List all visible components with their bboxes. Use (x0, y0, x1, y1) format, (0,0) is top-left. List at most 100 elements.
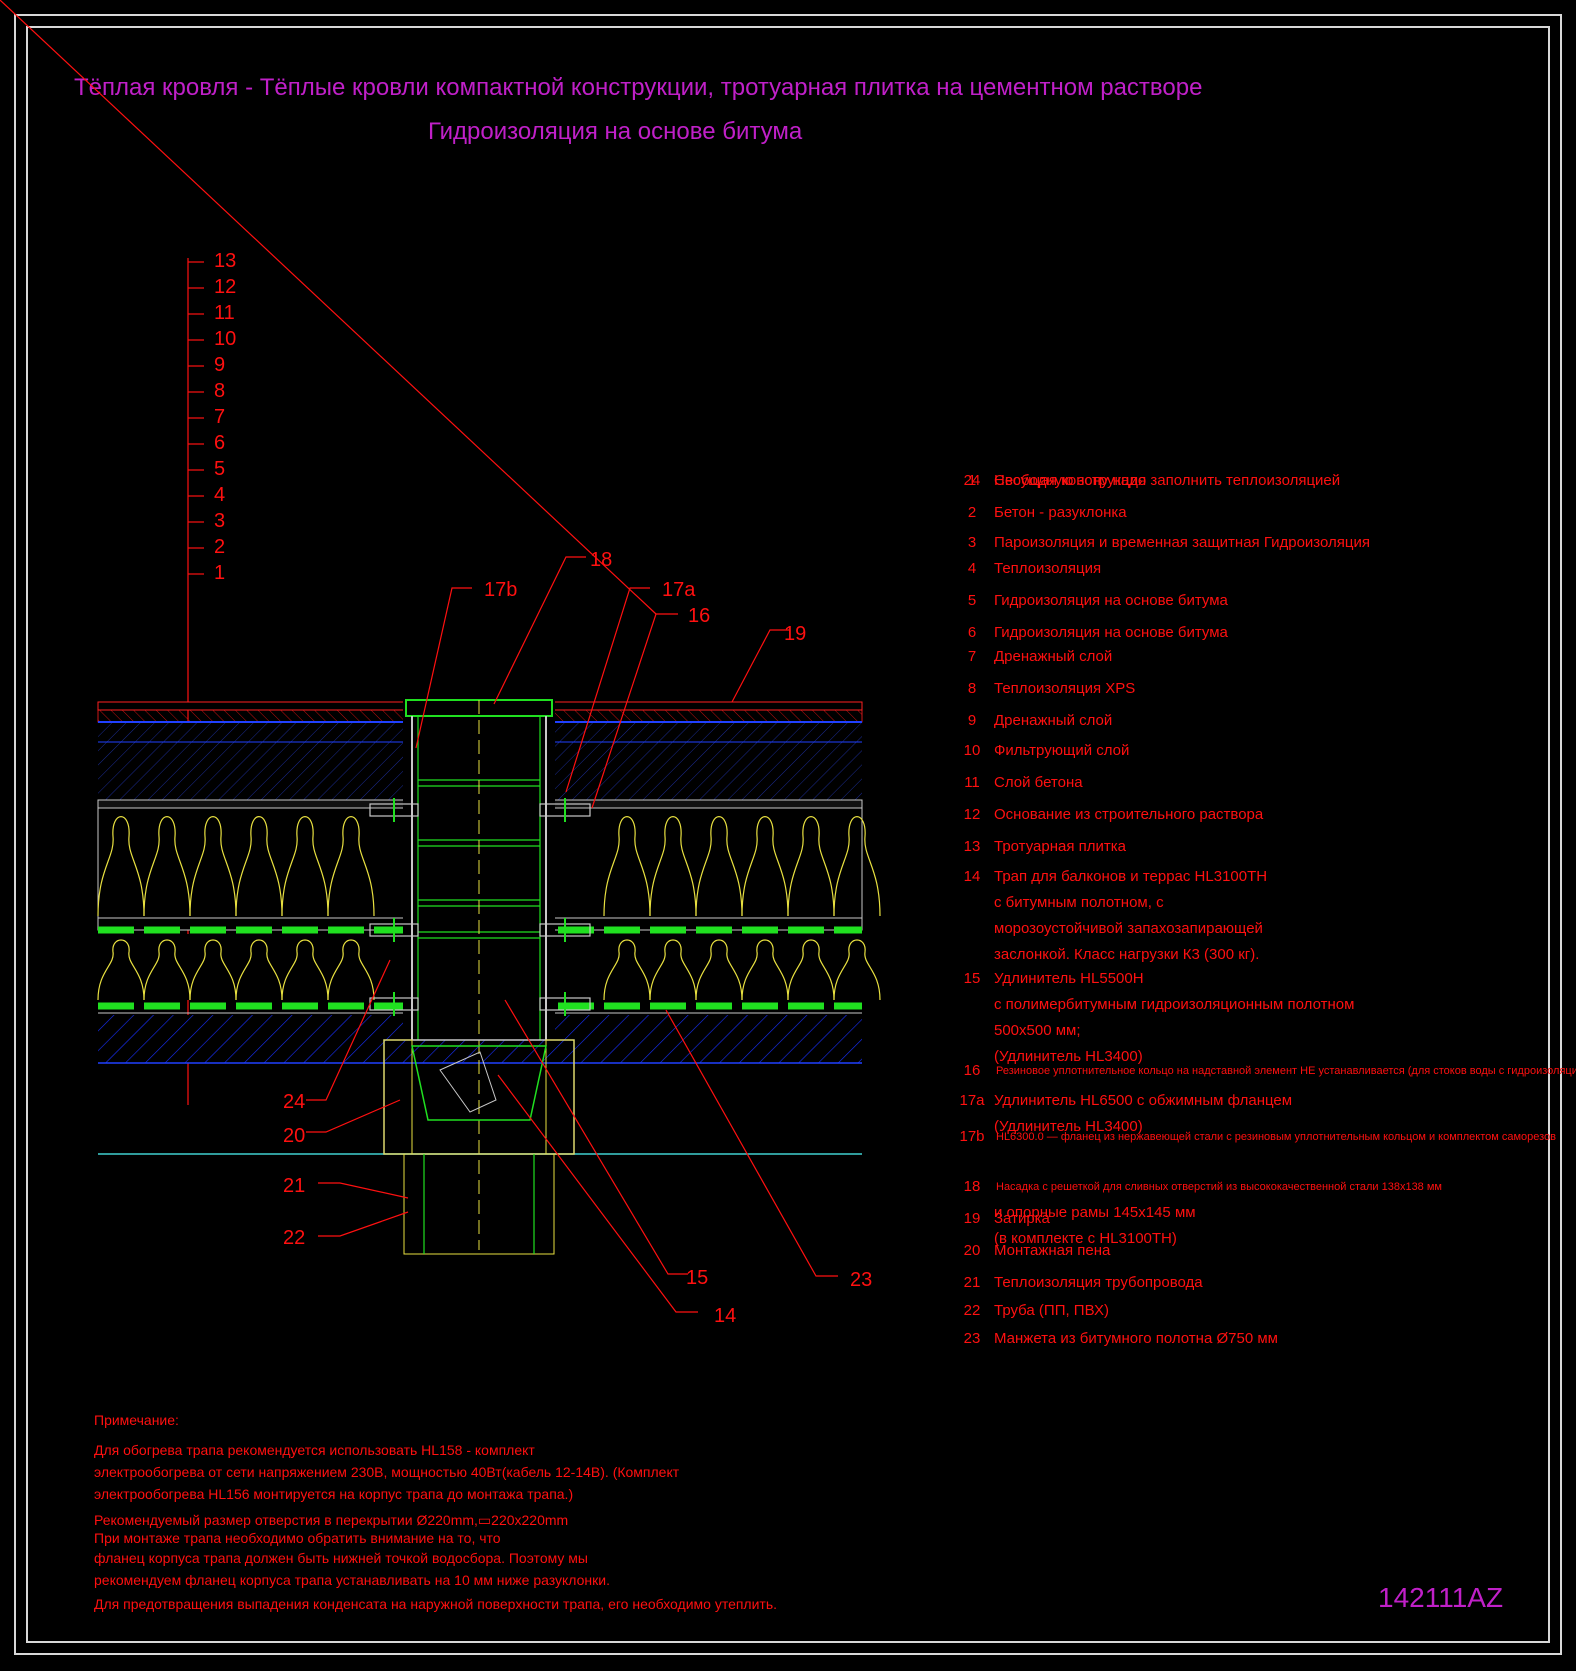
note-line: фланец корпуса трапа должен быть нижней … (94, 1550, 588, 1566)
callout-22: 22 (283, 1227, 305, 1249)
legend-item-text: Трап для балконов и террас HL3100TH (994, 868, 1268, 885)
layer-scale-label: 4 (214, 484, 226, 506)
legend-item-text: Манжета из битумного полотна Ø750 мм (994, 1330, 1278, 1347)
legend-item-text: Несущая конструкция (994, 472, 1147, 489)
legend-item-text: Теплоизоляция трубопровода (994, 1274, 1203, 1291)
legend-item-number: 10 (963, 742, 981, 759)
drawing-subtitle: Гидроизоляция на основе битума (428, 118, 803, 145)
layer-scale-label: 9 (214, 354, 226, 376)
note-line: электрообогрева HL156 монтируется на кор… (94, 1486, 574, 1502)
legend-item-number: 11 (964, 774, 980, 791)
legend-item-number: 17b (959, 1128, 985, 1145)
legend-item-text: и опорные рамы 145х145 мм (994, 1204, 1196, 1221)
layer-scale-label: 6 (214, 432, 226, 454)
note-line: При монтаже трапа необходимо обратить вн… (94, 1530, 501, 1546)
drawing-frame-outer (14, 14, 1562, 1655)
drawing-frame-inner (26, 26, 1550, 1643)
legend-item-number: 12 (963, 806, 981, 823)
callout-17a: 17a (662, 579, 696, 601)
note-line: рекомендуем фланец корпуса трапа устанав… (94, 1572, 610, 1588)
callout-leaders (0, 0, 838, 1313)
layer-scale-label: 10 (214, 328, 237, 350)
legend-item-text: Удлинитель HL6500 с обжимным фланцем (994, 1092, 1293, 1109)
callout-19: 19 (784, 623, 806, 645)
legend-item-text: (в комплекте с HL3100TH) (994, 1230, 1177, 1247)
layer-scale-label: 11 (214, 302, 235, 324)
legend-item-text: Тротуарная плитка (994, 838, 1127, 855)
legend-item-number: 6 (967, 624, 977, 641)
legend-item-number: 14 (963, 868, 981, 885)
legend-item-number: 17a (959, 1092, 985, 1109)
callout-17b: 17b (484, 579, 517, 601)
legend-item-text: Монтажная пена (994, 1242, 1111, 1259)
legend-item-number: 24 (963, 472, 981, 489)
legend-item-number: 20 (963, 1242, 981, 1259)
layer-scale-label: 3 (214, 510, 226, 532)
legend-item-text: Свободную зону надо заполнить теплоизоля… (994, 472, 1341, 489)
legend-item-text: Затирка (994, 1210, 1050, 1227)
callout-23: 23 (850, 1269, 872, 1291)
callout-21: 21 (283, 1175, 305, 1197)
legend-item-text: Труба (ПП, ПВХ) (994, 1302, 1109, 1319)
legend-item-text: Удлинитель HL5500H (994, 970, 1144, 987)
callout-14: 14 (714, 1305, 736, 1327)
legend: 1 Несущая конструкция 2 Бетон - разуклонка 3… (936, 472, 1576, 1454)
legend-item-number: 16 (963, 1062, 981, 1079)
legend-item-text: с битумным полотном, с (994, 894, 1164, 911)
legend-item-text: морозоустойчивой запахозапирающей (994, 920, 1263, 937)
callout-15: 15 (686, 1267, 708, 1289)
legend-item-text: HL6300.0 — фланец из нержавеющей стали с… (996, 1131, 1557, 1143)
legend-item-number: 19 (963, 1210, 981, 1227)
legend-item-text: Гидроизоляция на основе битума (994, 624, 1228, 641)
callout-16: 16 (688, 605, 710, 627)
legend-item-number: 7 (967, 648, 977, 665)
note-line: Рекомендуемый размер отверстия в перекры… (94, 1512, 569, 1528)
legend-item-text: Бетон - разуклонка (994, 504, 1127, 521)
legend-item-text: Основание из строительного раствора (994, 806, 1264, 823)
layer-scale-label: 2 (214, 536, 226, 558)
legend-item-number: 21 (963, 1274, 981, 1291)
legend-item-text: Дренажный слой (994, 648, 1113, 665)
legend-item-number: 5 (967, 592, 977, 609)
layer-scale-label: 5 (214, 458, 226, 480)
legend-item-number: 8 (967, 680, 977, 697)
note-line: Для обогрева трапа рекомендуется использ… (94, 1442, 535, 1458)
legend-item-text: Резиновое уплотнительное кольцо на надст… (996, 1065, 1576, 1077)
drawing-code: 142111AZ (1378, 1582, 1504, 1613)
callout-20: 20 (283, 1125, 305, 1147)
legend-item-number: 1 (967, 472, 977, 489)
note-line: Для предотвращения выпадения конденсата … (94, 1596, 778, 1612)
legend-item-text: Фильтрующий слой (994, 742, 1130, 759)
legend-item-text: Дренажный слой (994, 712, 1113, 729)
legend-item-number: 23 (963, 1330, 981, 1347)
legend-item-number: 2 (967, 504, 977, 521)
legend-item-number: 15 (963, 970, 981, 987)
legend-item-text: (Удлинитель HL3400) (994, 1118, 1143, 1135)
notes-heading: Примечание: (94, 1412, 179, 1428)
drain-body (369, 699, 591, 1255)
layer-scale-label: 1 (214, 562, 226, 584)
layer-scale-label: 8 (214, 380, 226, 402)
callout-24: 24 (283, 1091, 305, 1113)
legend-item-text: (Удлинитель HL3400) (994, 1048, 1143, 1065)
legend-item-number: 13 (963, 838, 981, 855)
layer-scale-label: 13 (214, 250, 237, 272)
legend-item-text: 500х500 мм; (994, 1022, 1081, 1039)
legend-item-number: 3 (967, 534, 977, 551)
legend-item-number: 9 (967, 712, 977, 729)
legend-item-text: заслонкой. Класс нагрузки К3 (300 кг). (994, 946, 1260, 963)
legend-item-text: Пароизоляция и временная защитная Гидрои… (994, 534, 1370, 551)
drawing-title: Тёплая кровля - Тёплые кровли компактной… (74, 74, 1203, 101)
legend-item-text: Слой бетона (994, 774, 1083, 791)
legend-item-text: Теплоизоляция (994, 560, 1102, 577)
legend-item-number: 18 (963, 1178, 981, 1195)
legend-item-text: с полимербитумным гидроизоляционным поло… (994, 996, 1355, 1013)
legend-item-text: Гидроизоляция на основе битума (994, 592, 1228, 609)
legend-item-number: 4 (967, 560, 977, 577)
note-line: электрообогрева от сети напряжением 230В… (94, 1464, 680, 1480)
legend-item-text: Теплоизоляция XPS (994, 680, 1136, 697)
layer-scale-label: 12 (214, 276, 237, 298)
callout-18: 18 (590, 549, 612, 571)
legend-item-number: 22 (963, 1302, 981, 1319)
